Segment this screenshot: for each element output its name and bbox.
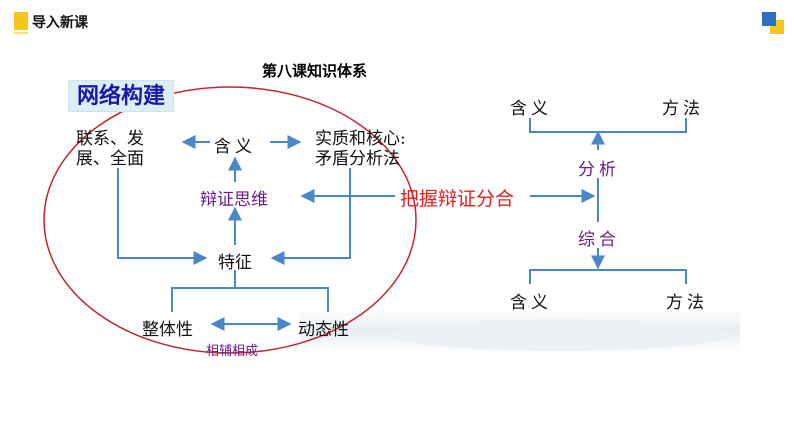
line-tezheng-bracket (171, 287, 329, 312)
cloud-puff (390, 319, 730, 351)
line-right-top-bracket (529, 118, 687, 133)
header-accent-yellow (14, 12, 28, 30)
node-hanyi: 含义 (214, 137, 256, 157)
node-fangfa-top: 方法 (662, 99, 704, 119)
highlight-ellipse (43, 86, 417, 354)
node-lianxi-line1: 联系、发 (76, 129, 144, 149)
corner-accent-blue (762, 12, 776, 26)
diagram-title: 第八课知识体系 (262, 63, 368, 80)
header-title: 导入新课 (32, 14, 88, 30)
header-accent-line (14, 32, 28, 34)
node-shizhi-line1: 实质和核心: (315, 129, 406, 149)
line-right-bottom-bracket (529, 269, 687, 284)
node-hanyi-bottom: 含义 (510, 293, 552, 313)
network-banner: 网络构建 (68, 80, 174, 112)
center-label: 把握辩证分合 (400, 189, 515, 210)
node-fangfa-bottom: 方法 (666, 293, 708, 313)
node-dongtai: 动态性 (298, 320, 349, 340)
node-shizhi-line2: 矛盾分析法 (315, 149, 400, 169)
node-bianzheng: 辩证思维 (200, 190, 268, 210)
node-zhengti: 整体性 (142, 320, 193, 340)
line-lianxi-to-tezheng (117, 168, 208, 265)
line-shizhi-to-tezheng (270, 168, 351, 265)
node-zonghe: 综合 (578, 230, 620, 250)
node-xiangfu: 相辅相成 (206, 344, 259, 359)
node-lianxi-line2: 展、全面 (76, 149, 144, 169)
node-tezheng: 特征 (218, 253, 252, 273)
node-hanyi-top: 含义 (510, 99, 552, 119)
node-fenxi: 分析 (578, 160, 620, 180)
